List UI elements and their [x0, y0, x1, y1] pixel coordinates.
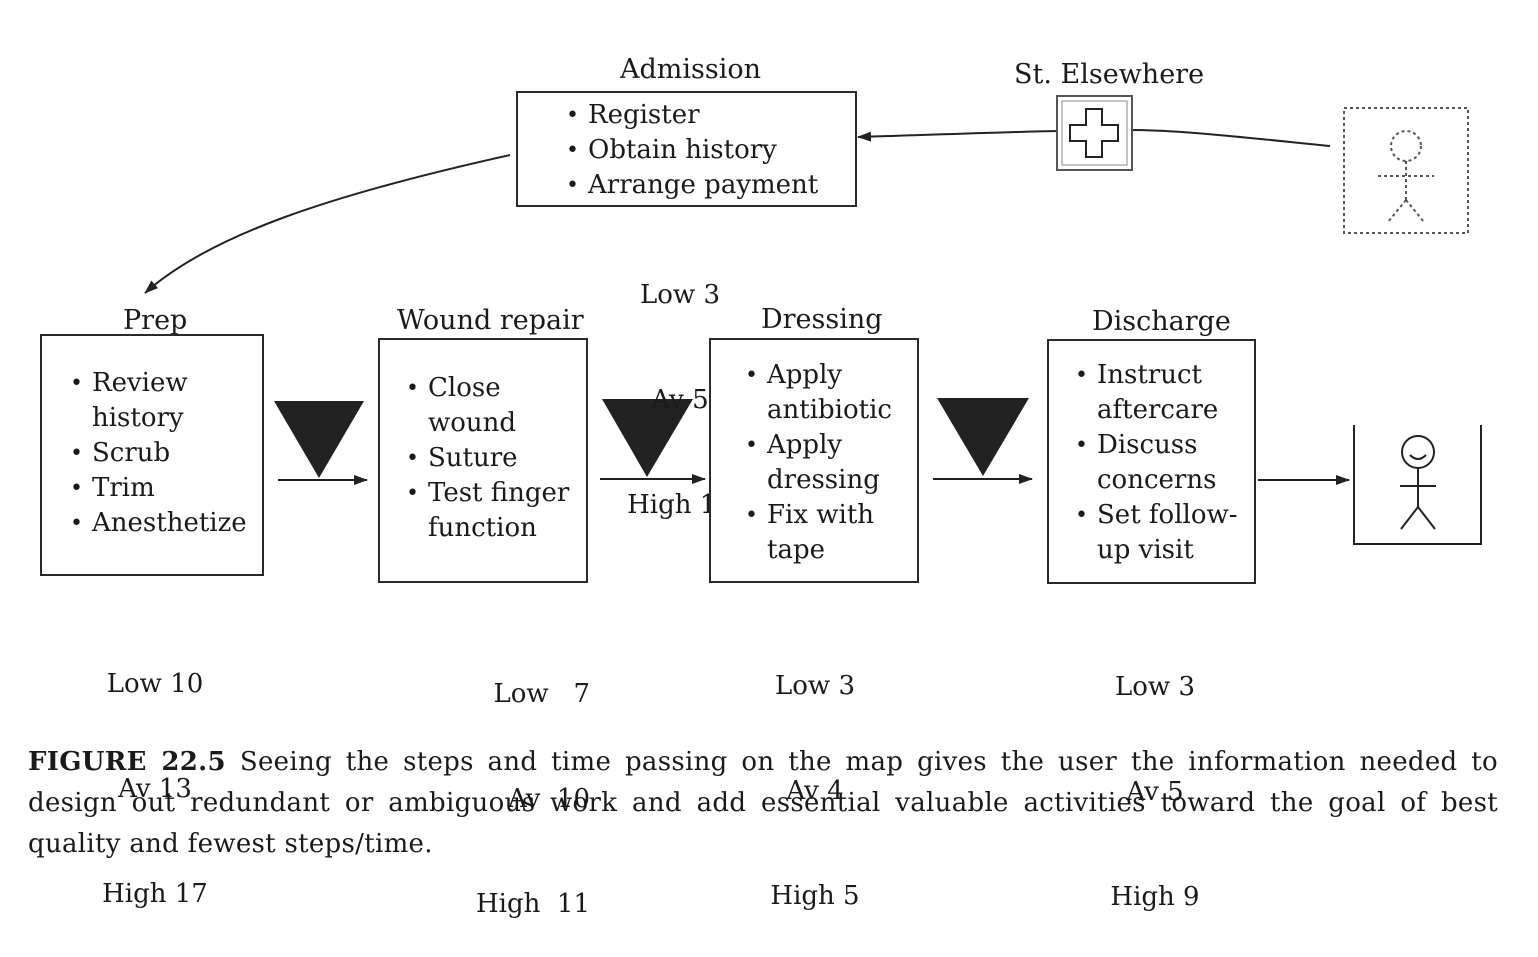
list-item: Arrange payment	[566, 168, 855, 203]
time-low: Low 10	[106, 669, 204, 699]
incoming-patient-icon	[1343, 107, 1469, 234]
list-item: Obtain history	[566, 133, 855, 168]
admission-box: Register Obtain history Arrange payment	[516, 91, 857, 207]
list-item: Review history	[70, 366, 192, 436]
caption-text: Seeing the steps and time passing on the…	[28, 747, 1498, 859]
discharged-patient-icon	[1353, 425, 1482, 545]
list-item: Anesthetize	[70, 506, 262, 541]
list-item: Apply antibiotic	[745, 358, 897, 428]
time-av: Av 4	[786, 776, 844, 806]
time-low: Low 3	[775, 671, 855, 701]
list-item: Close wound	[406, 371, 528, 441]
dressing-box: Apply antibiotic Apply dressing Fix with…	[709, 338, 919, 583]
time-low: Low 3	[1115, 672, 1195, 702]
time-av: Av 13	[118, 774, 192, 804]
list-item: Instruct aftercare	[1075, 358, 1222, 428]
caption-label: FIGURE 22.5	[28, 747, 226, 777]
list-item: Register	[566, 98, 855, 133]
time-av: Av 5	[1126, 777, 1184, 807]
wound-title: Wound repair	[397, 305, 584, 336]
time-high: High 5	[770, 881, 860, 911]
list-item: Scrub	[70, 436, 262, 471]
admission-title: Admission	[620, 54, 762, 85]
list-item: Fix with tape	[745, 498, 877, 568]
time-av: Av 5	[651, 385, 709, 415]
list-item: Suture	[406, 441, 586, 476]
list-item: Test finger function	[406, 476, 578, 546]
discharge-title: Discharge	[1092, 306, 1231, 337]
dressing-title: Dressing	[761, 304, 883, 335]
hospital-cross-icon	[1056, 95, 1133, 171]
arrow-patient-to-admission	[858, 130, 1331, 146]
list-item: Discuss concerns	[1075, 428, 1222, 498]
time-av: Av 10	[507, 784, 590, 814]
arrow-admission-to-prep	[144, 154, 511, 294]
discharge-box: Instruct aftercare Discuss concerns Set …	[1047, 339, 1256, 584]
elsewhere-title: St. Elsewhere	[1014, 59, 1205, 90]
list-item: Apply dressing	[745, 428, 880, 498]
wound-box: Close wound Suture Test finger function	[378, 338, 588, 583]
prep-box: Review history Scrub Trim Anesthetize	[40, 334, 264, 576]
wait-triangle-3	[937, 398, 1029, 476]
list-item: Set follow-up visit	[1075, 498, 1247, 568]
time-low: Low 3	[640, 280, 720, 310]
time-high: High 17	[102, 879, 208, 909]
time-high: High 9	[1110, 882, 1200, 912]
list-item: Trim	[70, 471, 262, 506]
flow-diagram	[144, 95, 1482, 545]
wait-triangle-1	[274, 401, 364, 478]
time-high: High 11	[476, 889, 590, 919]
wait-triangle-2	[602, 399, 693, 477]
time-low: Low 7	[493, 679, 590, 709]
prep-title: Prep	[123, 305, 188, 336]
